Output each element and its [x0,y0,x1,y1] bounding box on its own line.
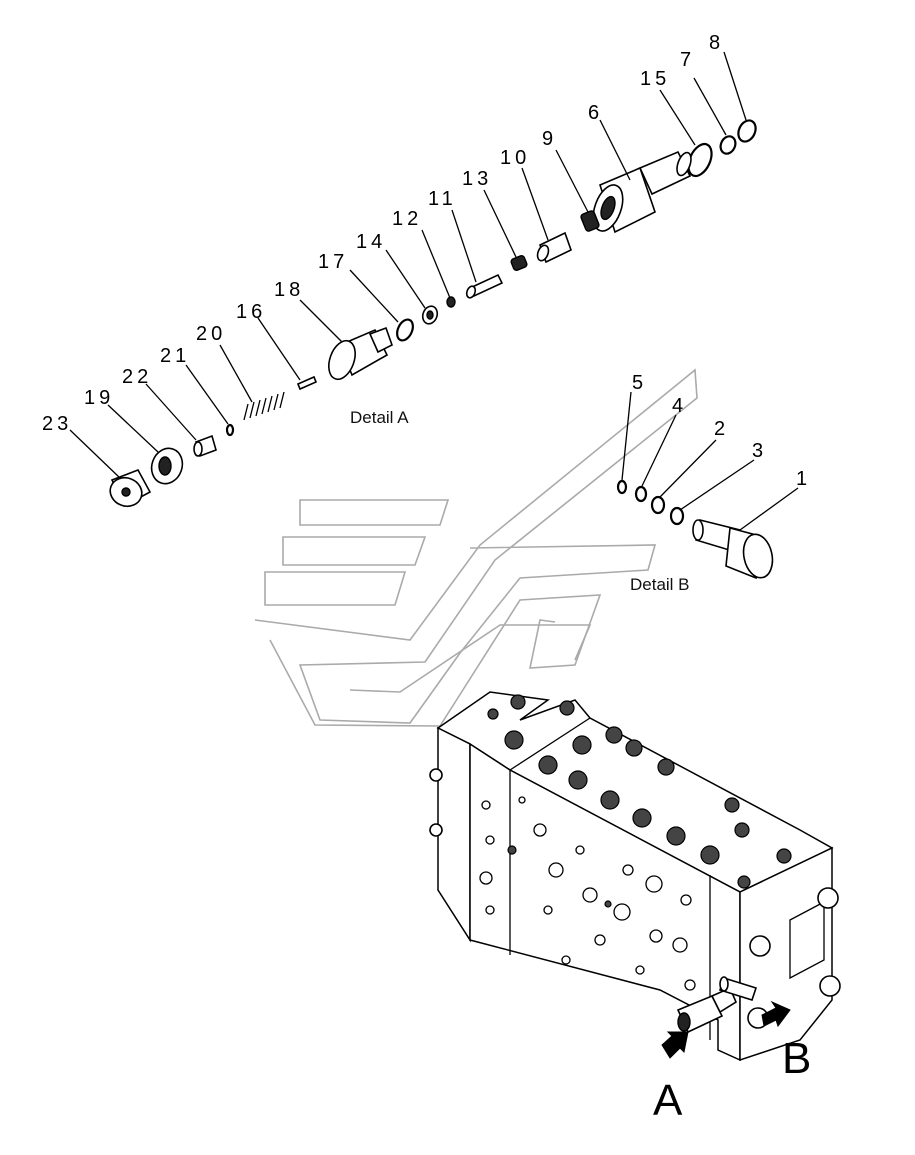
callout-22: 22 [122,366,152,388]
view-arrow-b [761,1000,791,1028]
detail-a-parts [109,119,757,508]
callout-4: 4 [672,395,687,417]
view-marker-b: B [782,1034,811,1083]
callout-11: 11 [428,188,457,210]
detail-b-parts [616,479,774,580]
detail-b-leaders [621,391,799,531]
detail-b-caption: Detail B [630,575,690,594]
watermark-logo [254,368,698,727]
callout-3: 3 [752,440,767,462]
callout-9: 9 [542,128,557,150]
callout-13: 13 [462,168,492,190]
detail-a-leaders [69,51,747,479]
callout-8: 8 [709,32,724,54]
spring-coil [243,391,285,421]
callout-10: 10 [500,147,530,169]
callout-5: 5 [632,372,647,394]
callout-16: 16 [236,301,266,323]
callout-12: 12 [392,208,422,230]
callout-18: 18 [274,279,304,301]
view-arrow-a [661,1031,689,1059]
detail-a-callouts: 8 7 15 6 9 10 13 11 12 14 17 18 16 20 21… [42,32,724,435]
callout-6: 6 [588,102,603,124]
callout-20: 20 [196,323,226,345]
callout-14: 14 [356,231,386,253]
control-valve-block [429,691,841,1062]
view-marker-a: A [653,1076,683,1125]
callout-23: 23 [42,413,72,435]
detail-a-caption: Detail A [350,408,409,427]
callout-17: 17 [318,251,348,273]
callout-2: 2 [714,418,729,440]
callout-21: 21 [160,345,190,367]
detail-b-callouts: 5 4 2 3 1 [632,372,811,490]
callout-15: 15 [640,68,670,90]
callout-19: 19 [84,387,114,409]
callout-7: 7 [680,49,695,71]
callout-1: 1 [796,468,811,490]
